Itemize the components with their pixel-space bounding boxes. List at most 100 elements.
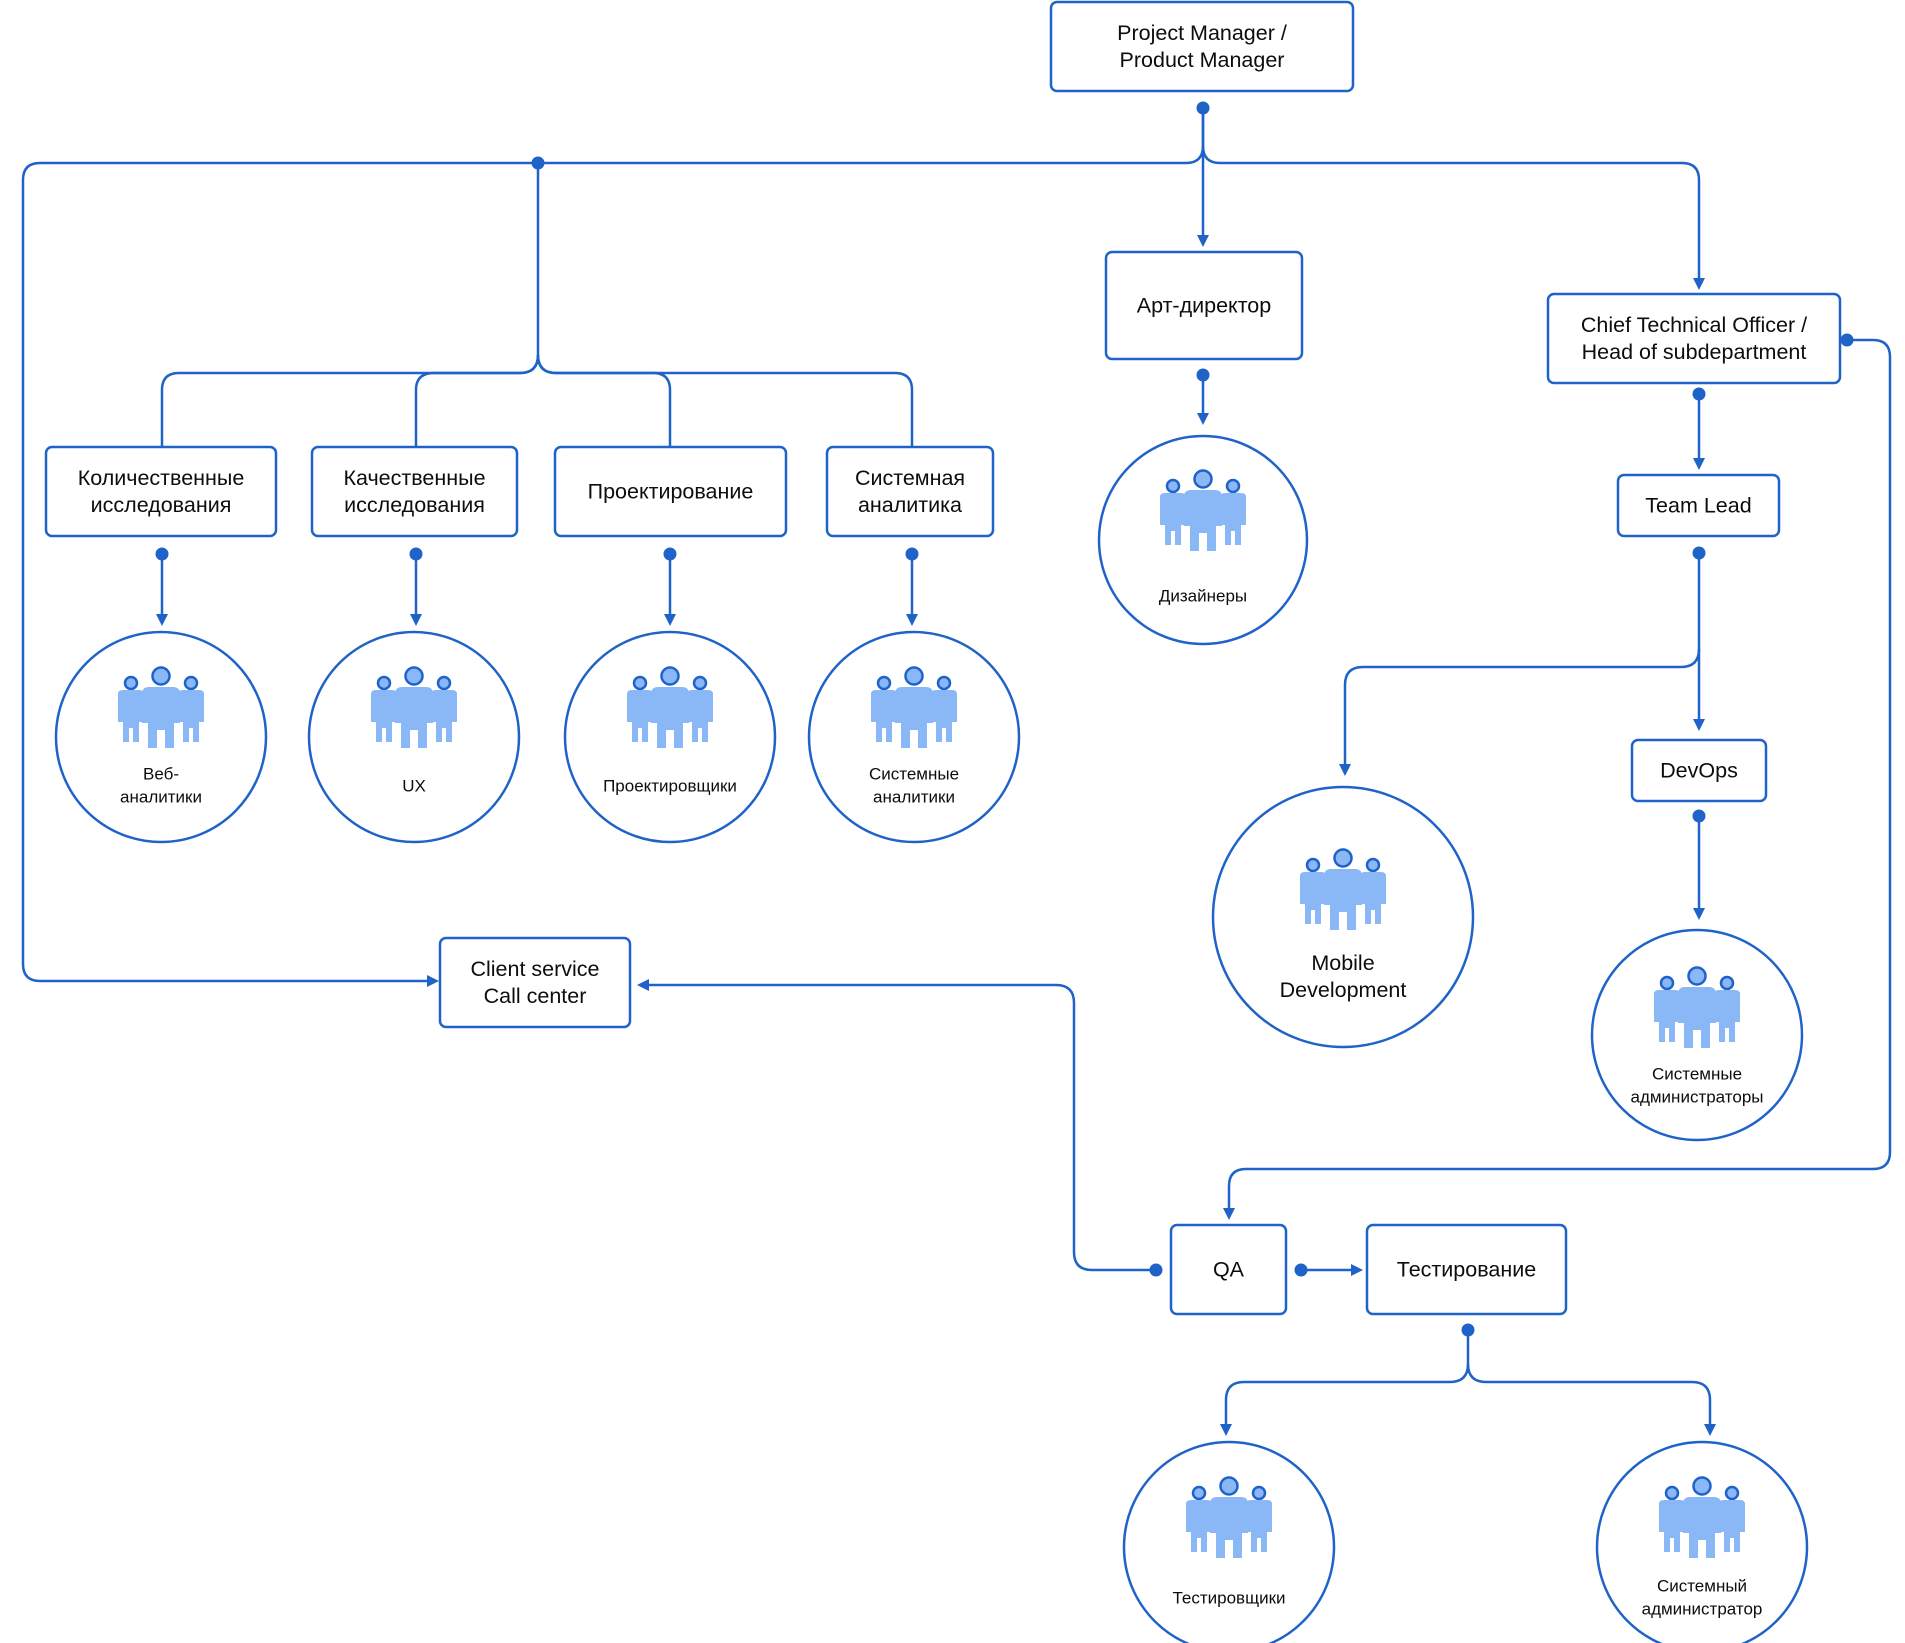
arrowhead-icon — [1693, 719, 1705, 731]
group-circle-frame — [1590, 928, 1804, 1142]
node-box-team-lead: Team Lead — [1616, 473, 1781, 538]
people-group-icon — [871, 666, 957, 748]
group-circle-frame — [1211, 785, 1475, 1049]
connector-hub-to-proj — [536, 354, 672, 447]
node-box-label: Project Manager / — [1117, 21, 1287, 45]
node-box-label: Team Lead — [1645, 494, 1751, 518]
node-box-label: DevOps — [1660, 759, 1738, 783]
node-box-label: аналитика — [858, 493, 962, 517]
arrowhead-icon — [637, 979, 649, 991]
node-box-label: Проектирование — [588, 480, 754, 504]
node-box-design-proj: Проектирование — [553, 445, 788, 538]
node-box-frame — [1546, 292, 1842, 385]
node-box-frame — [1169, 1223, 1288, 1316]
group-circle-frame — [1595, 1440, 1809, 1643]
node-box-label: Chief Technical Officer / — [1581, 313, 1807, 337]
group-circle-label: Тестировщики — [1172, 1589, 1285, 1608]
group-circle-label: UX — [402, 777, 426, 796]
group-circle-label: Проектировщики — [603, 777, 737, 796]
people-group-icon — [1186, 1476, 1272, 1558]
connector-endpoint-dot — [1196, 368, 1210, 382]
node-box-label: Системная — [855, 466, 965, 490]
connectors-layer — [21, 101, 1892, 1436]
node-box-art-director: Арт-директор — [1104, 250, 1304, 361]
node-box-label: Product Manager — [1120, 48, 1285, 72]
node-box-label: Head of subdepartment — [1582, 340, 1807, 364]
connector-endpoint-dot — [1692, 809, 1706, 823]
connector-testing-to-sysadmin — [1466, 1363, 1712, 1427]
connector-testing-to-testers — [1224, 1330, 1470, 1427]
arrowhead-icon — [1351, 1264, 1363, 1276]
arrowhead-icon — [664, 614, 676, 626]
group-circle-web-analysts: Веб-аналитики — [54, 630, 268, 844]
people-group-icon — [1160, 469, 1246, 551]
connector-pm-to-left-branch — [21, 108, 1205, 983]
people-group-icon — [1300, 848, 1386, 930]
group-circle-testers: Тестировщики — [1122, 1440, 1336, 1643]
connector-pm-to-cto — [1201, 145, 1701, 285]
node-box-frame — [44, 445, 278, 538]
node-box-frame — [438, 936, 632, 1029]
node-box-sys-analytics: Системная аналитика — [825, 445, 995, 538]
node-box-pm: Project Manager / Product Manager — [1049, 0, 1355, 93]
node-box-label: QA — [1213, 1258, 1245, 1282]
connector-cto-to-qa — [1227, 338, 1892, 1215]
connector-endpoint-dot — [1692, 387, 1706, 401]
arrowhead-icon — [1339, 764, 1351, 776]
connector-endpoint-dot — [1840, 333, 1854, 347]
connector-endpoint-dot — [155, 547, 169, 561]
group-circle-frame — [1097, 434, 1309, 646]
arrowhead-icon — [1704, 1424, 1716, 1436]
connector-teamlead-to-mobile — [1343, 553, 1701, 766]
arrowhead-icon — [410, 614, 422, 626]
group-circle-frame — [1122, 1440, 1336, 1643]
node-box-label: Арт-директор — [1137, 294, 1272, 318]
node-box-frame — [310, 445, 519, 538]
connector-endpoint-dot — [1149, 1263, 1163, 1277]
node-box-qa: QA — [1169, 1223, 1288, 1316]
arrowhead-icon — [1220, 1424, 1232, 1436]
node-box-frame — [1049, 0, 1355, 93]
group-circle-frame — [563, 630, 777, 844]
group-circle-frame — [807, 630, 1021, 844]
connector-endpoint-dot — [905, 547, 919, 561]
group-circle-label: Development — [1280, 978, 1407, 1002]
node-box-devops: DevOps — [1630, 738, 1768, 803]
connector-hub-to-research-boxes — [160, 163, 540, 447]
node-box-frame — [1104, 250, 1304, 361]
node-box-frame — [1630, 738, 1768, 803]
group-circle-label: администраторы — [1631, 1088, 1764, 1107]
group-circle-label: администратор — [1642, 1600, 1763, 1619]
arrowhead-icon — [906, 614, 918, 626]
group-circle-ux: UX — [307, 630, 521, 844]
group-circle-label: Системные — [1652, 1065, 1742, 1084]
people-group-icon — [627, 666, 713, 748]
node-box-label: Client service — [470, 957, 599, 981]
group-circle-label: Дизайнеры — [1159, 587, 1247, 606]
people-group-icon — [118, 666, 204, 748]
arrowhead-icon — [156, 614, 168, 626]
group-circle-sysadmin: Системный администратор — [1595, 1440, 1809, 1643]
connector-hub-to-qual — [414, 354, 540, 447]
connector-endpoint-dot — [1461, 1323, 1475, 1337]
group-circle-label: Системный — [1657, 1577, 1747, 1596]
connector-endpoint-dot — [663, 547, 677, 561]
group-circle-frame — [307, 630, 521, 844]
node-box-frame — [553, 445, 788, 538]
connector-endpoint-dot — [1196, 101, 1210, 115]
node-box-label: Количественные — [78, 466, 245, 490]
arrowhead-icon — [1223, 1208, 1235, 1220]
node-box-label: Call center — [484, 984, 587, 1008]
arrowhead-icon — [1693, 278, 1705, 290]
arrowhead-icon — [1197, 413, 1209, 425]
node-box-frame — [1616, 473, 1781, 538]
node-box-frame — [825, 445, 995, 538]
node-box-label: Тестирование — [1397, 1258, 1536, 1282]
group-circle-label: аналитики — [120, 788, 202, 807]
